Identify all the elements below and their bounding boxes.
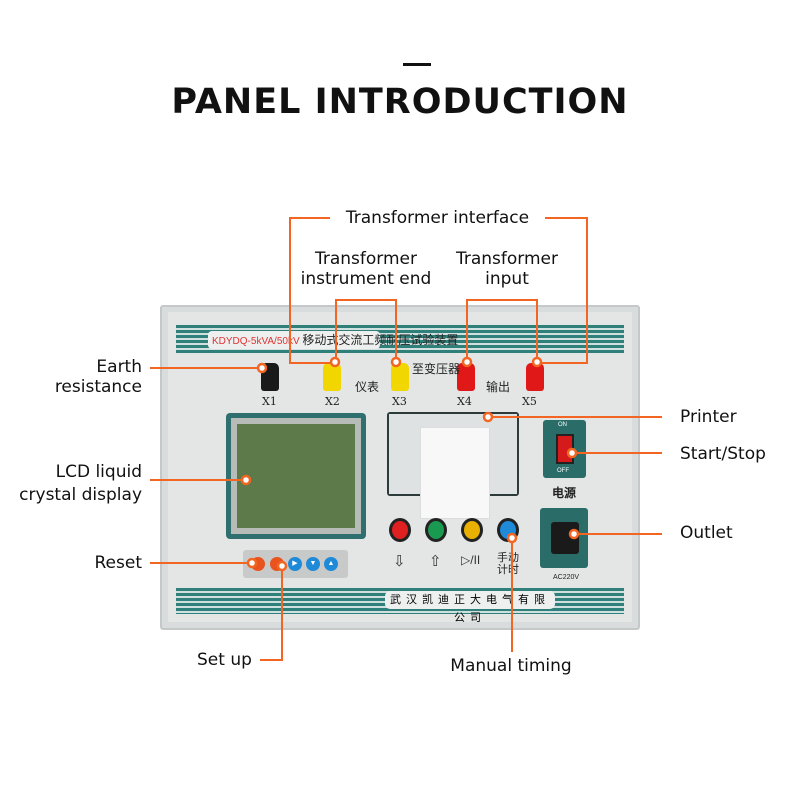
down-key[interactable] <box>389 518 411 542</box>
power-label: 电源 <box>552 486 577 500</box>
callout-outlet: Outlet <box>680 523 733 543</box>
callout-printer: Printer <box>680 407 737 427</box>
setup-line <box>260 566 283 661</box>
terminal-label: X4 <box>457 395 472 408</box>
up-button[interactable]: ▲ <box>324 557 338 571</box>
dot <box>531 356 543 368</box>
callout-line: Earth <box>96 357 142 377</box>
right-button[interactable]: ▶ <box>288 557 302 571</box>
play-pause-icon: ▷/II <box>461 553 481 567</box>
callout-line: Transformer <box>455 249 558 269</box>
dot <box>276 560 288 572</box>
page-title: PANEL INTRODUCTION <box>171 82 629 122</box>
dot <box>390 356 402 368</box>
model-number: KDYDQ-5kVA/50kV <box>212 336 300 347</box>
dot <box>482 411 494 423</box>
outlet-voltage: AC220V <box>553 574 580 581</box>
terminal-label: X5 <box>522 395 537 408</box>
dot <box>566 447 578 459</box>
terminal-x4[interactable] <box>457 363 475 391</box>
dot <box>329 356 341 368</box>
callout-line: resistance <box>54 377 142 397</box>
callout-line: Transformer <box>314 249 417 269</box>
terminal-label: X1 <box>262 395 277 408</box>
to-transformer-label: 至变压器 <box>412 362 461 376</box>
callout-line: input <box>485 269 529 289</box>
callout-line: LCD liquid <box>55 462 142 482</box>
callout-reset: Reset <box>94 553 143 573</box>
callout-line: crystal display <box>19 485 142 505</box>
terminal-x3[interactable] <box>391 363 409 391</box>
up-arrow-icon: ⇧ <box>429 553 442 570</box>
instrument-end-bracket <box>335 299 397 362</box>
instrument-label: 仪表 <box>355 380 380 394</box>
callout-set-up: Set up <box>197 650 252 670</box>
callout-transformer-interface: Transformer interface <box>345 208 530 228</box>
terminal-label: X2 <box>325 395 340 408</box>
terminal-label: X3 <box>392 395 407 408</box>
dot <box>256 362 268 374</box>
dot <box>246 557 258 569</box>
switch-on-label: ON <box>558 422 567 428</box>
callout-line: instrument end <box>300 269 432 289</box>
dot <box>506 532 518 544</box>
dot <box>568 528 580 540</box>
dot <box>461 356 473 368</box>
printer-paper <box>420 427 490 519</box>
callout-start-stop: Start/Stop <box>680 444 766 464</box>
callout-lcd: LCD liquid crystal display <box>2 461 142 507</box>
down-button[interactable]: ▼ <box>306 557 320 571</box>
dot <box>240 474 252 486</box>
callout-manual-timing: Manual timing <box>450 656 572 676</box>
down-arrow-icon: ⇩ <box>393 553 406 570</box>
switch-off-label: OFF <box>557 468 569 474</box>
input-bracket <box>466 299 538 362</box>
terminal-x2[interactable] <box>323 363 341 391</box>
play-pause-key[interactable] <box>461 518 483 542</box>
model-name: 移动式交流工频耐压试验装置 <box>302 333 459 347</box>
manual-timing-label: 手动计时 <box>497 551 519 576</box>
transformer-interface-bracket <box>289 217 588 364</box>
lcd-display <box>226 413 366 539</box>
terminal-x5[interactable] <box>526 363 544 391</box>
title-dash <box>403 63 431 66</box>
up-key[interactable] <box>425 518 447 542</box>
output-label: 输出 <box>486 380 511 394</box>
